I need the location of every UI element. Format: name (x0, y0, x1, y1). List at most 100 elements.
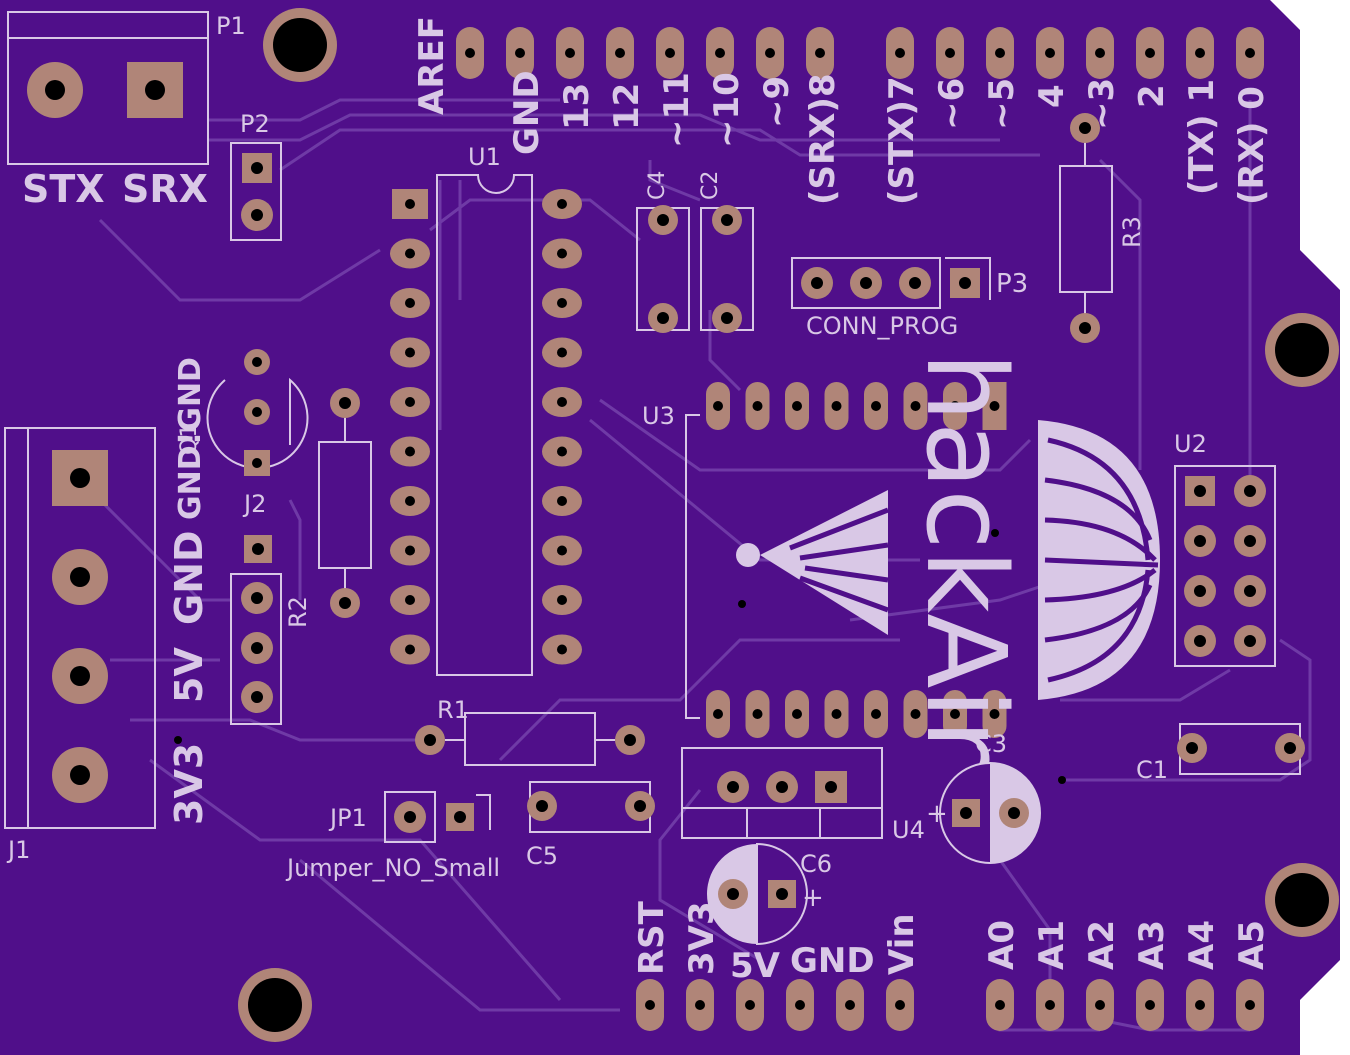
j1-gnd-label: GND (167, 530, 211, 625)
u1-pin (390, 387, 430, 417)
pin-gnd-bottom: GND (790, 941, 875, 981)
ref-j1: J1 (6, 836, 30, 864)
u1-pin (542, 585, 582, 615)
mounting-holes (238, 8, 1339, 1042)
header-pad (1186, 27, 1214, 79)
header-pad (1036, 979, 1064, 1031)
top-header-labels: AREF GND 13 12 ~11 ~10 ~9 (SRX)8 (STX)7 … (412, 16, 1272, 205)
pin-5v: 5V (730, 946, 781, 986)
header-pad (886, 979, 914, 1031)
pin-8: (SRX)8 (803, 73, 843, 205)
ref-c5: C5 (526, 842, 558, 870)
ref-c3: C3 (975, 730, 1007, 758)
u1-pin (392, 189, 428, 219)
ref-c6: C6 (800, 850, 832, 878)
u1-pin (542, 535, 582, 566)
j1-5v-label: 5V (167, 647, 211, 703)
pin-5: ~5 (982, 78, 1022, 130)
conn-prog-label: CONN_PROG (806, 312, 958, 340)
capacitor-c4: C4 (636, 171, 690, 333)
jumper-jp1: JP1 Jumper_NO_Small (285, 791, 500, 882)
header-pad (506, 27, 534, 79)
header-pad (1186, 979, 1214, 1031)
u3-pin (706, 690, 730, 738)
header-pad (986, 979, 1014, 1031)
ref-p2: P2 (240, 110, 270, 138)
u1-pin (542, 436, 582, 467)
header-pad (1236, 27, 1264, 79)
header-pad (606, 27, 634, 79)
bottom-header-labels: RST 3V3 5V GND Vin A0 A1 A2 A3 A4 A5 (632, 900, 1272, 986)
pin-0: (RX) 0 (1232, 86, 1272, 205)
pin-12: 12 (607, 83, 647, 130)
connector-j2: J2 R2 (230, 490, 312, 725)
u3-pin (943, 690, 967, 738)
header-pad (656, 27, 684, 79)
c6-plus: + (802, 883, 824, 913)
chip-u1: U1 (390, 143, 582, 676)
resistor-r3: R3 (1059, 113, 1146, 343)
pin-a1: A1 (1032, 920, 1072, 970)
header-pad (1036, 27, 1064, 79)
u3-pin (864, 690, 888, 738)
stx-label: STX (22, 167, 105, 211)
logo-text: hackAir (902, 352, 1030, 765)
ref-u4: U4 (892, 816, 925, 844)
ref-r2: R2 (284, 596, 312, 628)
header-pad (456, 27, 484, 79)
header-pad (936, 27, 964, 79)
u3-pin (785, 382, 809, 430)
pin-11: ~11 (657, 72, 697, 148)
header-pad (686, 979, 714, 1031)
vias (174, 529, 1066, 784)
pin-3v3: 3V3 (682, 901, 722, 975)
connector-p1: P1 STX SRX (7, 11, 246, 211)
u1-pin (542, 288, 582, 318)
ref-u1: U1 (468, 143, 501, 171)
pin-13: 13 (557, 83, 597, 130)
header-pad (1086, 979, 1114, 1031)
header-pad (1136, 27, 1164, 79)
header-pad (886, 27, 914, 79)
ref-r3: R3 (1118, 216, 1146, 248)
ref-j2: J2 (242, 490, 266, 518)
connector-j1: J1 GND!GND GND 5V 3V3 (4, 357, 211, 864)
u1-pin (542, 634, 582, 665)
bottom-header-pads (636, 979, 1264, 1031)
ref-jp1: JP1 (328, 804, 367, 832)
header-pad (986, 27, 1014, 79)
u3-pin (785, 690, 809, 738)
srx-label: SRX (122, 167, 208, 211)
header-pad (556, 27, 584, 79)
pin-a5: A5 (1232, 920, 1272, 970)
header-pad (1236, 979, 1264, 1031)
u3-pin (745, 382, 770, 430)
u1-pin (390, 436, 430, 467)
u3-pin (903, 382, 928, 430)
resistor-r1: R1 (415, 696, 645, 766)
u1-pin (390, 535, 430, 566)
u1-pin (542, 486, 582, 516)
pin-aref: AREF (412, 16, 452, 115)
pin-vin: Vin (882, 913, 922, 975)
u3-pin (982, 690, 1007, 738)
capacitor-c6: C6 + (707, 842, 832, 946)
header-pad (736, 979, 764, 1031)
u3-pin (824, 382, 849, 430)
header-pad (756, 27, 784, 79)
resistor-vertical-left (318, 388, 372, 618)
capacitor-c1: C1 (1136, 723, 1305, 784)
ref-p1: P1 (216, 12, 246, 40)
u1-pin (390, 634, 430, 665)
pin-2: 2 (1132, 84, 1172, 108)
u1-pin (542, 238, 582, 269)
connector-p3: P3 CONN_PROG (791, 257, 1028, 340)
u3-pin (982, 382, 1007, 430)
pin-gnd-top: GND (507, 70, 547, 155)
u1-pin (542, 337, 582, 368)
header-pad (1136, 979, 1164, 1031)
pin-1: (TX) 1 (1182, 79, 1222, 195)
u3-pin (706, 382, 730, 430)
header-pad (806, 27, 834, 79)
gnd-gnd-label: GND!GND (173, 357, 208, 520)
